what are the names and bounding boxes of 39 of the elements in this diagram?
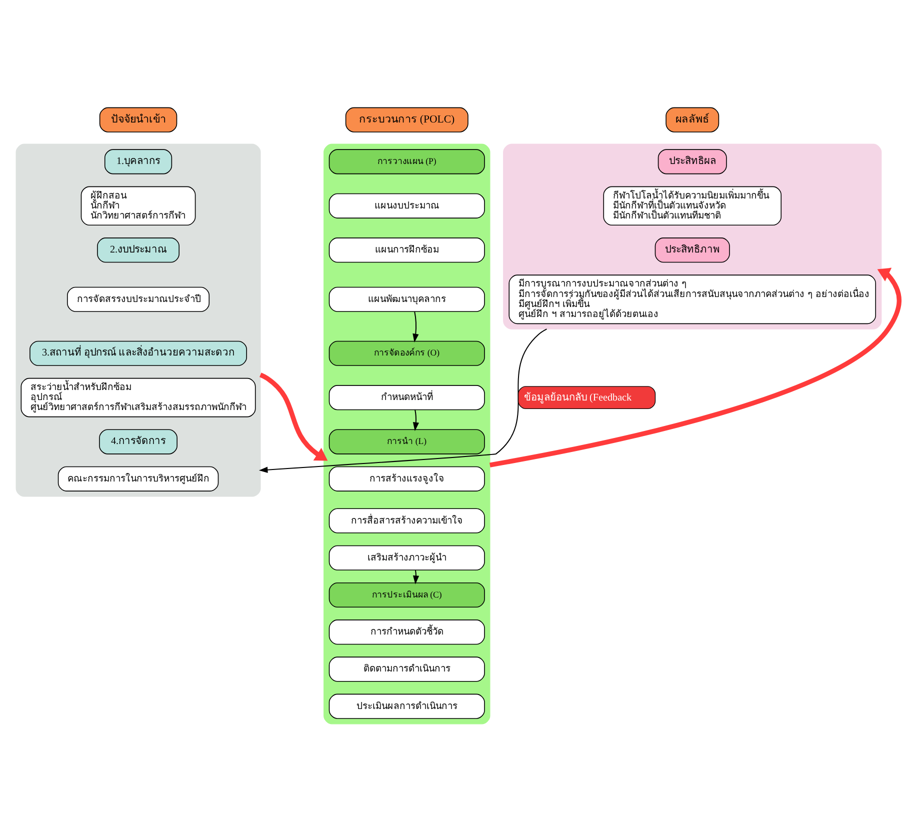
node-box: 1.บุคลากร (104, 149, 172, 174)
arrow (412, 410, 420, 432)
node-box: การจัดสรรงบประมาณประจำปี (67, 286, 210, 312)
node-box: ผลลัพธ์ (666, 107, 720, 132)
node-box: สระว่ายน้ำสำหรับฝึกซ้อม อุปกรณ์ ศูนย์วิทยาศาสตร์การกีฬาเสริมสร้างสมรรถภาพนักกีฬา (20, 378, 256, 418)
node-box: การสื่อสารสร้างความเข้าใจ (328, 508, 485, 534)
arrow (258, 328, 547, 473)
node-box: ประสิทธิภาพ (654, 238, 730, 263)
node-box: 4.การจัดการ (99, 429, 178, 454)
node-box: คณะกรรมการในการบริหารศูนย์ฝึก (58, 466, 219, 492)
node-box: การประเมินผล (C) (328, 582, 485, 608)
cluster (324, 144, 490, 724)
arrow (489, 268, 902, 468)
node-box: 2.งบประมาณ (97, 238, 180, 263)
arrow (412, 312, 419, 343)
node-box: การจัดองค์กร (O) (328, 340, 485, 366)
node-box: กีฬาโปโลน้ำได้รับความนิยมเพิ่มมากขึ้น มีนักกีฬาที่เป็นตัวแทนจังหวัด มีนักกีฬาเป็นตัวแทนทีมชาติ (603, 186, 782, 226)
node-box: มีการบูรณาการงบประมาณจากส่วนต่าง ๆ มีการจัดการร่วมกันของผู้มีส่วนได้ส่วนเสียการสนับสนุนจากภาคส่วนต่าง ๆ อย่างต่อเนื่อง มีศูนย์ฝึกฯ เพิ่มขึ้น ศูนย์ฝึก ฯ สามารถอยู่ได้ด้วยตนเอง (508, 274, 876, 324)
node-box: ประเมินผลการดำเนินการ (328, 694, 485, 719)
node-box: 3.สถานที่ อุปกรณ์ และสิ่งอำนวยความสะดวก (30, 340, 247, 366)
node-box: การวางแผน (P) (328, 149, 485, 174)
node-box: ผู้ฝึกสอน นักกีฬา นักวิทยาศาสตร์การกีฬา (80, 186, 196, 226)
node-box: เสริมสร้างภาวะผู้นำ (328, 545, 485, 570)
edge-label: ข้อมูลย้อนกลับ (Feedback (524, 392, 632, 404)
node-box: ประสิทธิผล (658, 149, 727, 174)
cluster (503, 144, 882, 330)
cluster (16, 144, 261, 497)
node-box: ติดตามการดำเนินการ (328, 656, 485, 682)
node-box: ปัจจัยนำเข้า (99, 107, 178, 132)
arrow (412, 570, 420, 584)
node-box: กระบวนการ (POLC) (345, 107, 468, 132)
node-box: กำหนดหน้าที่ (328, 385, 485, 410)
node-box: แผนงบประมาณ (328, 193, 485, 218)
node-box: แผนการฝึกซ้อม (328, 238, 485, 263)
node-box: การนำ (L) (328, 429, 485, 454)
node-box: การกำหนดตัวชี้วัด (328, 620, 485, 645)
node-box: การสร้างแรงจูงใจ (328, 466, 485, 492)
node-box: แผนพัฒนาบุคลากร (328, 286, 485, 312)
arrow (259, 372, 328, 461)
